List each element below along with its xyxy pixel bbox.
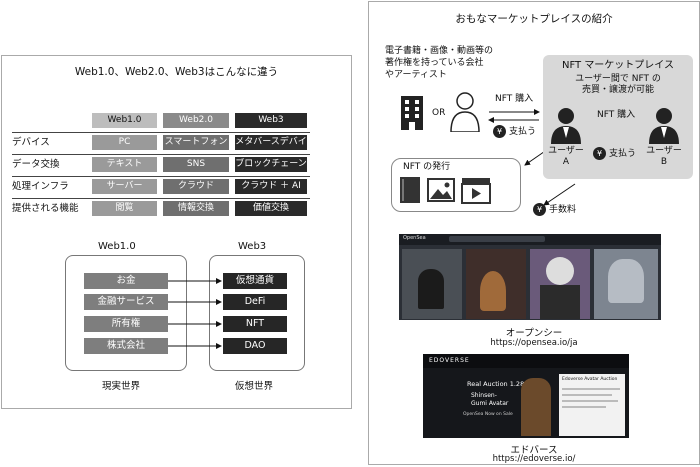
fee-label: 手数料 — [549, 205, 577, 215]
row-label-function: 提供される機能 — [12, 203, 79, 214]
real-item-ownership: 所有権 — [84, 316, 168, 332]
real-world-label: 現実世界 — [102, 381, 141, 392]
right-panel-title: おもなマーケットプレイスの紹介 — [455, 13, 613, 25]
marketplace-panel: おもなマーケットプレイスの紹介 電子書籍・画像・動画等の 著作権を持っている会社… — [368, 1, 700, 465]
virtual-world-label: 仮想世界 — [235, 381, 274, 392]
video-icon — [461, 178, 491, 204]
marketplace-title: NFT マーケットプレイス — [561, 60, 675, 71]
web3-heading: Web3 — [238, 241, 267, 252]
cell: 価値交換 — [235, 201, 307, 216]
edoverse-panel-title: Edoverse Avatar Auction — [562, 377, 618, 382]
cell: 閲覧 — [92, 201, 157, 216]
row-label-device: デバイス — [12, 137, 50, 148]
cell: PC — [92, 135, 157, 150]
left-panel-title: Web1.0、Web2.0、Web3はこんなに違う — [74, 66, 279, 78]
nft-card — [466, 249, 526, 319]
edoverse-auction-panel: Edoverse Avatar Auction — [559, 374, 625, 436]
user-b-label: ユーザー — [646, 146, 682, 156]
opensea-search-bar — [449, 236, 545, 242]
nft-issue-label: NFT の発行 — [403, 162, 451, 172]
edoverse-url: https://edoverse.io/ — [492, 454, 576, 464]
table-row: デバイス PC スマートフォン メタバースデバイス — [12, 132, 310, 162]
nft-card — [594, 249, 658, 319]
table-header-row: Web1.0 Web2.0 Web3 — [12, 111, 307, 130]
building-icon — [401, 96, 423, 130]
image-icon — [427, 178, 455, 202]
cell: クラウド ＋ AI — [235, 179, 307, 194]
nft-card — [402, 249, 462, 319]
buy-label-2: NFT 購入 — [597, 110, 636, 120]
creators-line-3: やアーティスト — [385, 70, 447, 80]
cell: テキスト — [92, 157, 157, 172]
edoverse-topbar: EDOVERSE — [423, 354, 629, 368]
edoverse-avatar-line-2: Gumi Avatar — [471, 400, 509, 407]
header-web3: Web3 — [235, 113, 307, 128]
cell: スマートフォン — [163, 135, 229, 150]
edoverse-logo: EDOVERSE — [429, 357, 470, 364]
cell: サーバー — [92, 179, 157, 194]
cell: 情報交換 — [163, 201, 229, 216]
virtual-item-nft: NFT — [223, 316, 287, 332]
table-row: データ交換 テキスト SNS ブロックチェーン — [12, 154, 310, 174]
yen-icon: ¥ — [493, 125, 506, 138]
opensea-url: https://opensea.io/ja — [490, 338, 578, 348]
pay-label-1: 支払う — [509, 127, 537, 137]
opensea-screenshot: OpenSea — [399, 234, 661, 320]
book-icon — [400, 177, 420, 203]
nft-card — [530, 249, 590, 319]
virtual-item-defi: DeFi — [223, 294, 287, 310]
opensea-topbar: OpenSea — [399, 234, 661, 245]
edoverse-screenshot: EDOVERSE Real Auction 1.28 Shinsen- Gumi… — [423, 354, 629, 438]
creators-line-1: 電子書籍・画像・動画等の — [385, 46, 494, 56]
virtual-item-crypto: 仮想通貨 — [223, 273, 287, 289]
real-item-finance: 金融サービス — [84, 294, 168, 310]
buy-label-1: NFT 購入 — [495, 94, 534, 104]
real-item-money: お金 — [84, 273, 168, 289]
real-item-company: 株式会社 — [84, 338, 168, 354]
marketplace-sub-1: ユーザー間で NFT の — [575, 74, 661, 84]
user-b-letter: B — [660, 157, 668, 167]
header-web1: Web1.0 — [92, 113, 157, 128]
header-web2: Web2.0 — [163, 113, 229, 128]
edoverse-auction-title: Real Auction 1.28 — [467, 380, 525, 388]
user-a-label: ユーザー — [548, 146, 584, 156]
creators-line-2: 著作権を持っている会社 — [385, 58, 484, 68]
cell: ブロックチェーン — [235, 157, 307, 172]
edoverse-avatar-line-1: Shinsen- — [471, 392, 497, 399]
cell: クラウド — [163, 179, 229, 194]
table-row: 提供される機能 閲覧 情報交換 価値交換 — [12, 198, 310, 218]
user-b-icon — [649, 108, 679, 144]
row-label-infra: 処理インフラ — [12, 181, 69, 192]
mapping-arrows — [168, 278, 222, 349]
edoverse-onsale: OpenSea Now on Sale — [463, 412, 513, 417]
pay-label-2: 支払う — [609, 149, 637, 159]
marketplace-sub-2: 売買・譲渡が可能 — [581, 85, 654, 95]
user-a-icon — [551, 108, 581, 144]
edoverse-caption: エドバース — [510, 445, 558, 456]
or-label: OR — [432, 108, 446, 118]
opensea-caption: オープンシー — [505, 328, 563, 339]
yen-icon: ¥ — [533, 203, 546, 216]
user-a-letter: A — [562, 157, 570, 167]
web-comparison-panel: Web1.0、Web2.0、Web3はこんなに違う Web1.0 Web2.0 … — [1, 55, 352, 409]
virtual-item-dao: DAO — [223, 338, 287, 354]
row-label-data-exchange: データ交換 — [12, 159, 60, 170]
table-row: 処理インフラ サーバー クラウド クラウド ＋ AI — [12, 176, 310, 196]
yen-icon: ¥ — [593, 147, 606, 160]
artist-person-icon — [450, 92, 480, 132]
web1-heading: Web1.0 — [98, 241, 136, 252]
opensea-logo: OpenSea — [403, 235, 426, 241]
edoverse-avatar-image — [521, 378, 551, 436]
cell: SNS — [163, 157, 229, 172]
